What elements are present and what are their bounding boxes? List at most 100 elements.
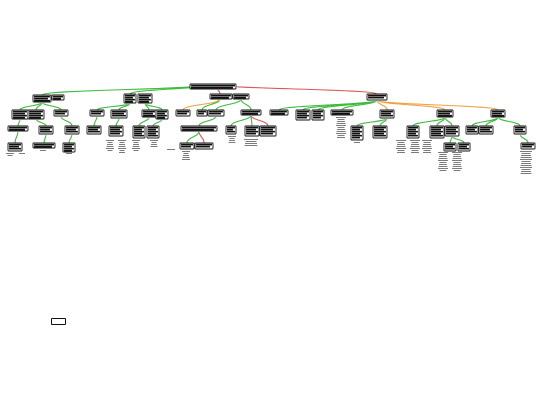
argument-node[interactable]	[436, 109, 455, 119]
minimap-toggle[interactable]	[51, 318, 66, 325]
argument-node[interactable]	[110, 109, 129, 120]
argument-node[interactable]	[478, 125, 495, 136]
leaf-note-line	[151, 144, 157, 145]
leaf-note-line	[119, 152, 125, 153]
leaf-note	[422, 140, 432, 153]
argument-node[interactable]	[513, 125, 528, 136]
leaf-note-line	[337, 127, 345, 128]
node-text-line	[9, 126, 27, 129]
argument-node[interactable]	[123, 93, 138, 105]
argument-node[interactable]	[240, 109, 263, 117]
leaf-note-line	[336, 123, 346, 124]
argument-node[interactable]	[444, 125, 461, 138]
leaf-note-line	[439, 156, 447, 157]
argument-node[interactable]	[7, 142, 24, 153]
argument-node[interactable]	[194, 142, 215, 151]
argument-node[interactable]	[51, 94, 66, 102]
argument-node[interactable]	[132, 125, 147, 140]
argument-node[interactable]	[379, 109, 396, 120]
argument-node[interactable]	[429, 125, 446, 140]
argument-node[interactable]	[108, 125, 125, 138]
argument-node[interactable]	[295, 109, 312, 122]
argument-node[interactable]	[146, 125, 161, 140]
node-text-line	[297, 110, 309, 113]
node-text-line	[64, 147, 74, 150]
connector-edge	[471, 116, 499, 127]
argument-node[interactable]	[62, 142, 77, 154]
leaf-note-line	[245, 141, 257, 142]
argument-node[interactable]	[38, 125, 55, 136]
argument-node[interactable]	[196, 109, 209, 118]
argument-node[interactable]	[350, 125, 365, 142]
node-text-line	[112, 114, 126, 117]
node-text-line	[246, 128, 256, 131]
argument-node[interactable]	[259, 125, 278, 138]
node-text-line	[157, 116, 165, 119]
argument-node[interactable]	[520, 142, 537, 151]
argument-node[interactable]	[180, 125, 219, 133]
argument-node[interactable]	[330, 109, 355, 117]
argument-node[interactable]	[155, 109, 170, 121]
leaf-note	[438, 152, 448, 171]
connector-edge	[14, 130, 19, 144]
argument-node[interactable]	[64, 125, 81, 136]
argument-node[interactable]	[32, 94, 53, 104]
argument-node[interactable]	[490, 109, 507, 119]
leaf-note-line	[520, 157, 532, 158]
argument-node[interactable]	[244, 125, 261, 138]
argument-node[interactable]	[209, 93, 234, 101]
leaf-note	[452, 152, 462, 171]
connector-edge	[240, 98, 252, 111]
node-text-line	[297, 112, 307, 115]
node-text-line	[431, 126, 443, 129]
node-text-line	[446, 128, 456, 131]
argument-node[interactable]	[207, 109, 226, 118]
argument-node[interactable]	[366, 93, 389, 102]
node-text-line	[227, 126, 235, 129]
argument-node[interactable]	[443, 142, 458, 153]
argument-node[interactable]	[269, 109, 290, 117]
leaf-note-line	[183, 153, 189, 154]
node-text-line	[143, 112, 153, 115]
node-text-line	[134, 130, 144, 133]
leaf-note-line	[132, 148, 140, 149]
argument-node[interactable]	[225, 125, 238, 136]
argument-node[interactable]	[7, 125, 30, 133]
node-text-line	[431, 134, 443, 137]
node-text-line	[125, 100, 133, 103]
leaf-note	[132, 140, 140, 151]
node-text-line	[352, 126, 362, 129]
argument-node[interactable]	[465, 125, 480, 136]
argument-node[interactable]	[137, 93, 154, 105]
node-text-line	[467, 130, 477, 133]
connector-edge	[60, 115, 73, 127]
argument-node[interactable]	[175, 109, 192, 118]
argument-node[interactable]	[311, 109, 326, 122]
argument-node[interactable]	[11, 109, 30, 121]
root-node[interactable]	[189, 83, 238, 91]
argument-node[interactable]	[86, 125, 103, 136]
connector-edge	[186, 130, 200, 144]
argument-node[interactable]	[372, 125, 389, 140]
node-text-line	[139, 96, 149, 99]
argument-node[interactable]	[32, 142, 57, 150]
node-text-line	[227, 128, 233, 131]
node-text-line	[64, 145, 72, 148]
argument-node[interactable]	[406, 125, 421, 140]
node-text-line	[66, 130, 78, 133]
argument-node[interactable]	[53, 109, 70, 118]
argument-node[interactable]	[27, 109, 46, 121]
argument-node[interactable]	[457, 142, 472, 153]
argument-node[interactable]	[89, 109, 106, 118]
leaf-note-line	[151, 142, 157, 143]
leaf-note-line	[422, 148, 432, 149]
node-text-line	[139, 100, 149, 103]
argument-node[interactable]	[141, 109, 158, 119]
argument-node[interactable]	[179, 142, 196, 151]
node-text-line	[381, 112, 391, 115]
leaf-note-line	[182, 159, 190, 160]
argument-node[interactable]	[232, 93, 251, 101]
node-text-line	[134, 134, 144, 137]
node-text-line	[408, 130, 418, 133]
